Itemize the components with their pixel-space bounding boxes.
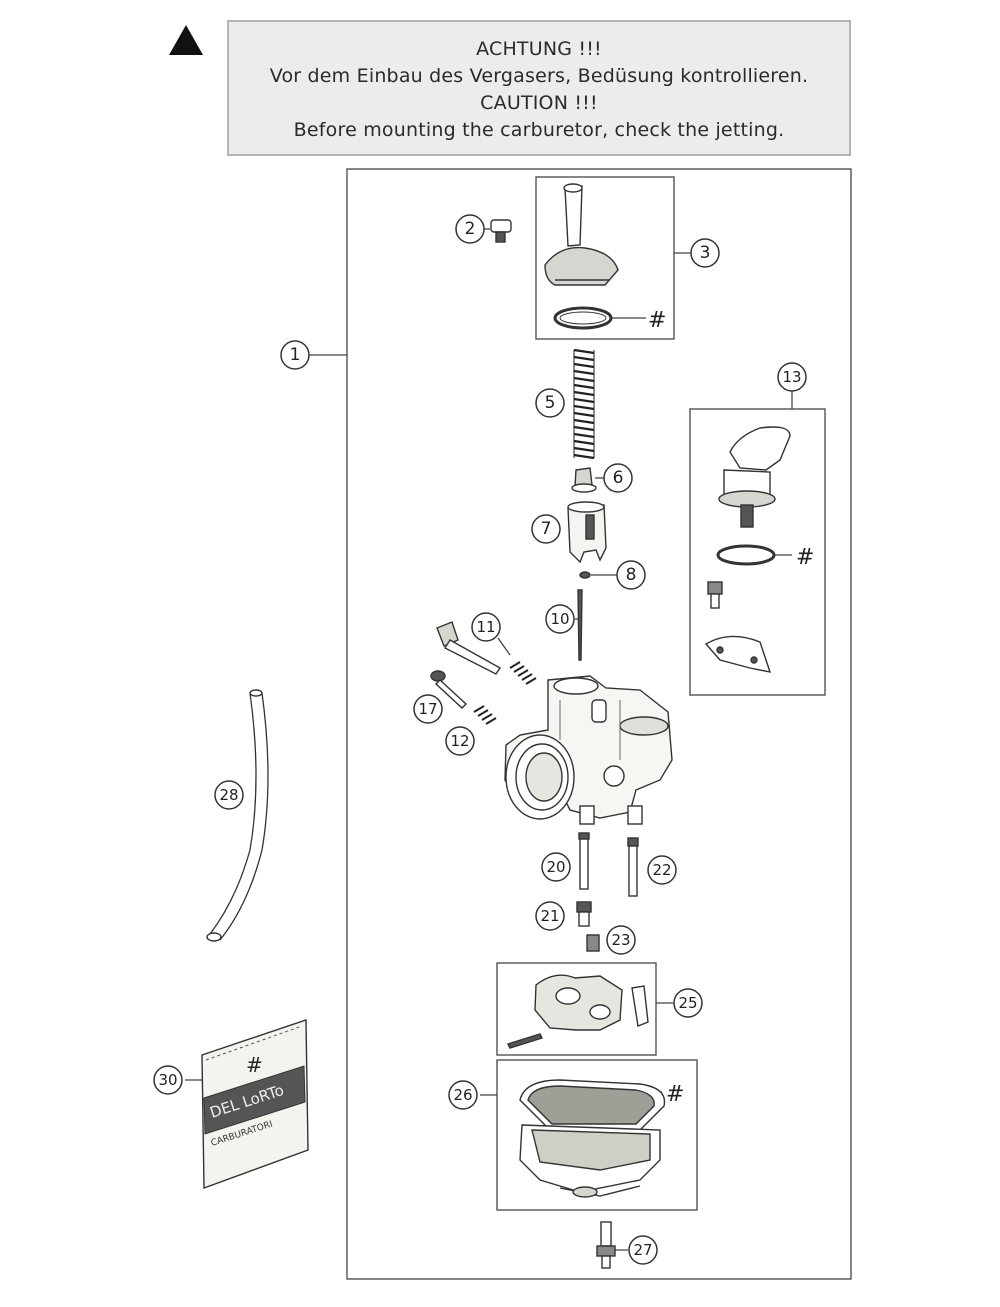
main-jet-part-21	[576, 901, 592, 927]
callout-label-21: 21	[540, 907, 559, 925]
screw-part-2	[490, 219, 512, 243]
idle-spring-part-11	[509, 661, 537, 685]
emulsion-tube-part-22	[627, 837, 639, 897]
subassembly-box-26	[496, 1059, 698, 1211]
callout-label-13: 13	[782, 368, 801, 386]
subassembly-box-13	[689, 408, 826, 696]
gasket-kit-package-part-30	[201, 1019, 309, 1189]
callout-label-30: 30	[158, 1071, 177, 1089]
callout-circle-8	[616, 560, 646, 590]
callout-label-3: 3	[700, 243, 711, 263]
hash-marker-gasket-kit: #	[246, 1053, 263, 1077]
subassembly-box-3	[535, 176, 675, 340]
spring-part-12	[473, 705, 497, 725]
callout-circle-28	[214, 780, 244, 810]
callout-label-10: 10	[550, 610, 569, 628]
callout-circle-27	[628, 1235, 658, 1265]
fuel-hose-part-28	[206, 689, 269, 942]
caution-box: ACHTUNG !!! Vor dem Einbau des Vergasers…	[227, 20, 851, 156]
callout-circle-13	[777, 362, 807, 392]
callout-circle-12	[445, 726, 475, 756]
callout-circle-26	[448, 1080, 478, 1110]
float-bowl-part-26	[519, 1079, 666, 1198]
jet-holder-part-20	[578, 832, 590, 890]
bowl-screw-part-27	[596, 1221, 616, 1269]
assembly-frame	[346, 168, 852, 1280]
carburetor-cap-part-3	[544, 183, 619, 330]
callout-circle-25	[673, 988, 703, 1018]
caution-line-en-title: CAUTION !!!	[480, 92, 598, 114]
callout-label-20: 20	[546, 858, 565, 876]
choke-assembly-part-13	[704, 426, 791, 673]
hash-marker-cap-gasket: #	[648, 308, 666, 333]
caution-line-de-text: Vor dem Einbau des Vergasers, Bedüsung k…	[269, 65, 809, 87]
callout-circle-21	[535, 901, 565, 931]
caution-line-de-title: ACHTUNG !!!	[476, 38, 602, 60]
callout-label-22: 22	[652, 861, 671, 879]
callout-circle-11	[471, 612, 501, 642]
callout-label-11: 11	[476, 618, 495, 636]
throttle-slide-part-7	[567, 501, 607, 564]
callout-label-27: 27	[633, 1241, 652, 1259]
spring-part-5	[573, 348, 595, 460]
callout-label-6: 6	[613, 468, 624, 488]
callout-circle-30	[153, 1065, 183, 1095]
callout-label-25: 25	[678, 994, 697, 1012]
mixture-screw-part-17	[430, 670, 468, 709]
clip-part-8	[579, 571, 591, 579]
callout-circle-1	[280, 340, 310, 370]
caution-line-en-text: Before mounting the carburetor, check th…	[293, 119, 785, 141]
callout-circle-7	[531, 514, 561, 544]
needle-part-10	[577, 589, 583, 661]
carburetor-body	[504, 675, 673, 825]
callout-circle-2	[455, 214, 485, 244]
callout-label-12: 12	[450, 732, 469, 750]
idle-jet-part-23	[586, 934, 600, 952]
callout-label-17: 17	[418, 700, 437, 718]
callout-label-26: 26	[453, 1086, 472, 1104]
callout-circle-23	[606, 925, 636, 955]
callout-circle-10	[545, 604, 575, 634]
callout-label-2: 2	[465, 219, 476, 239]
callout-label-23: 23	[611, 931, 630, 949]
needle-retainer-part-6	[571, 467, 597, 493]
callout-circle-3	[690, 238, 720, 268]
callout-circle-20	[541, 852, 571, 882]
warning-triangle-icon	[169, 25, 203, 55]
idle-screw-part-11	[436, 621, 502, 675]
hash-marker-choke-gasket: #	[796, 545, 814, 570]
callout-label-5: 5	[545, 393, 556, 413]
callout-circle-5	[535, 388, 565, 418]
hash-marker-bowl-gasket: #	[666, 1082, 684, 1107]
callout-label-1: 1	[290, 345, 301, 365]
float-part-25	[507, 974, 649, 1049]
callout-circle-22	[647, 855, 677, 885]
subassembly-box-25	[496, 962, 657, 1056]
callout-circle-17	[413, 694, 443, 724]
callout-label-8: 8	[626, 565, 637, 585]
callout-label-7: 7	[541, 519, 552, 539]
callout-label-28: 28	[219, 786, 238, 804]
callout-circle-6	[603, 463, 633, 493]
